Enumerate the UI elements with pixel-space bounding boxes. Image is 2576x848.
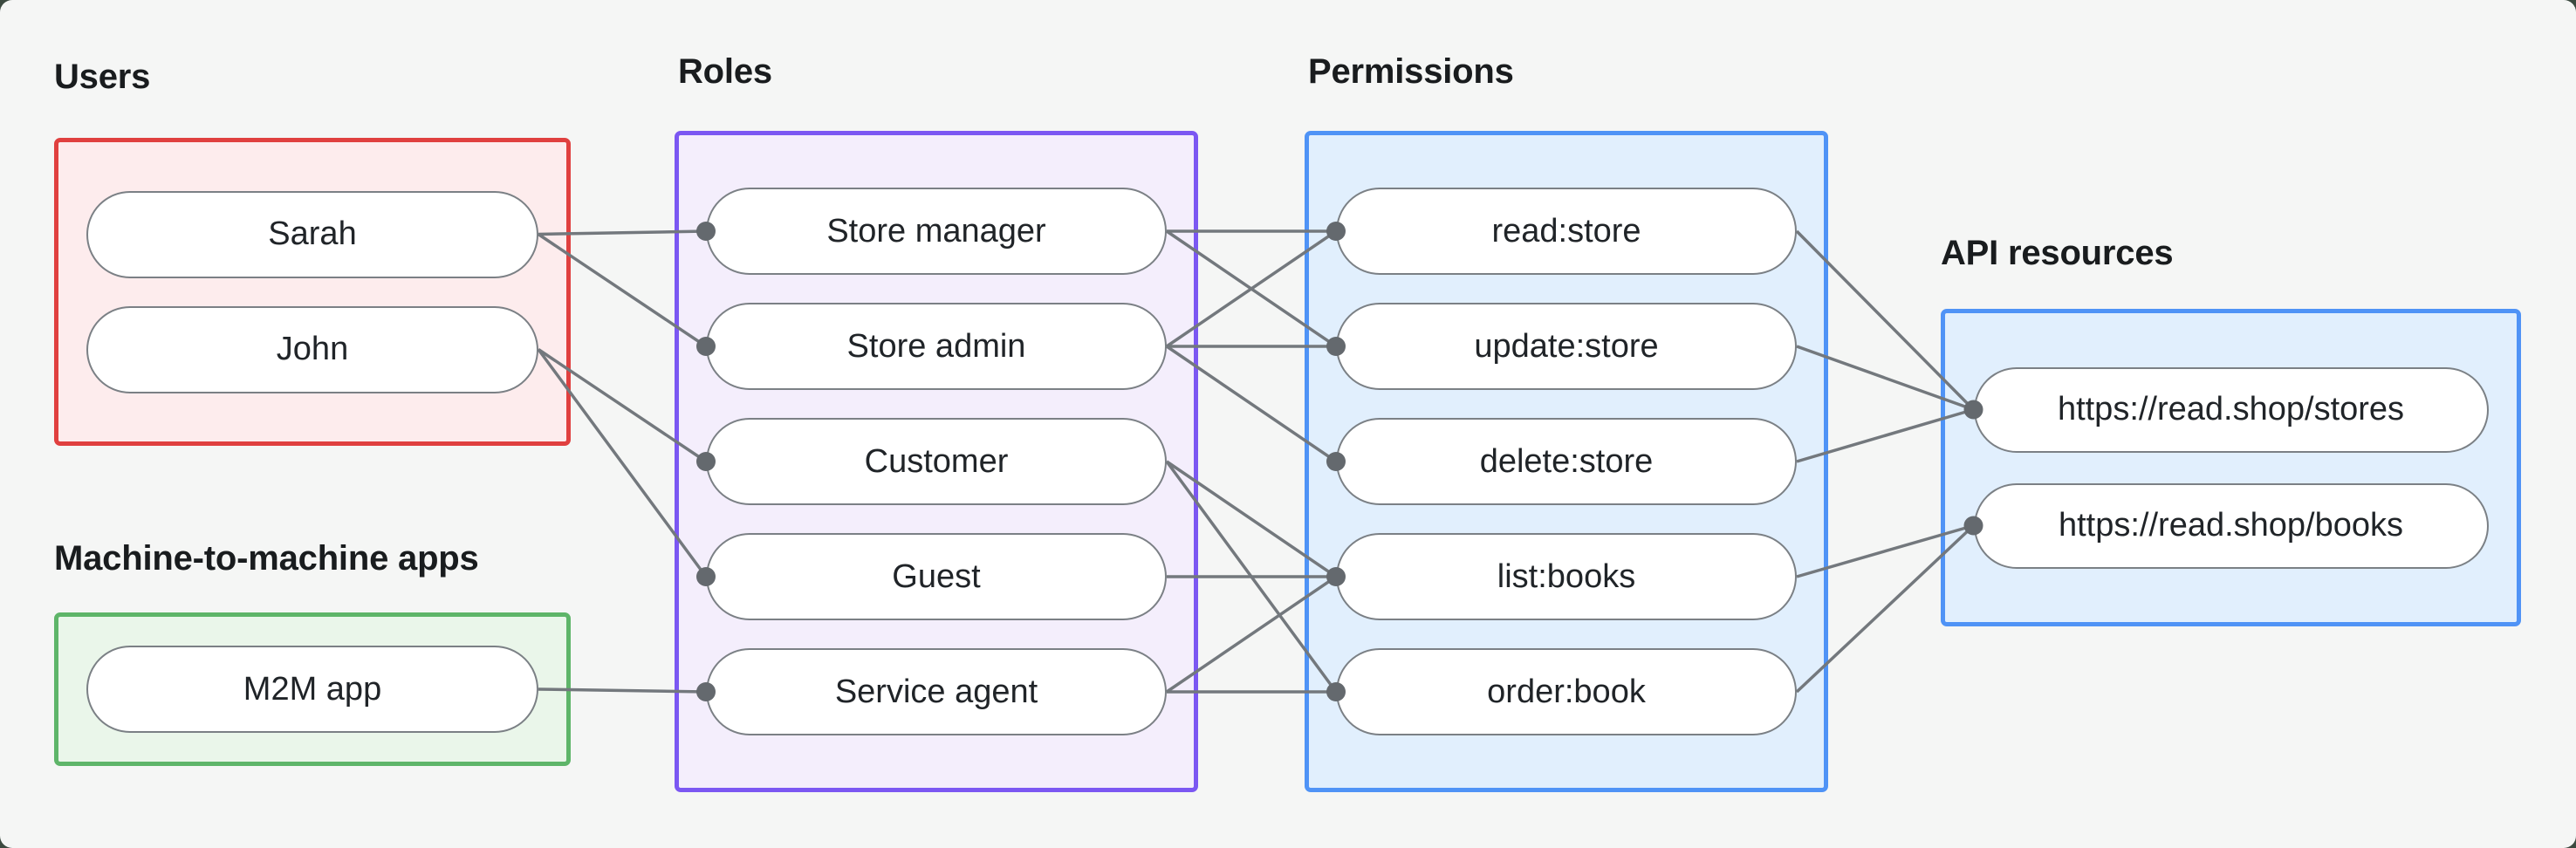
- permissions-group-label: Permissions: [1308, 52, 1514, 91]
- m2m-apps-group-label: Machine-to-machine apps: [54, 539, 479, 578]
- roles-group-label: Roles: [678, 52, 772, 91]
- node-pill-list-books: list:books: [1336, 533, 1797, 620]
- node-pill-customer: Customer: [706, 418, 1167, 505]
- node-pill-guest: Guest: [706, 533, 1167, 620]
- node-pill-read-store: read:store: [1336, 188, 1797, 275]
- api-resources-group-label: API resources: [1941, 234, 2174, 272]
- node-pill-store-admin: Store admin: [706, 303, 1167, 390]
- node-pill-delete-store: delete:store: [1336, 418, 1797, 505]
- api-resources-group-box: https://read.shop/stores https://read.sho…: [1941, 309, 2521, 626]
- node-pill-order-book: order:book: [1336, 648, 1797, 735]
- node-pill-books-api: https://read.shop/books: [1973, 482, 2489, 569]
- permissions-group-box: read:store update:store delete:store list:b…: [1305, 131, 1828, 792]
- node-pill-john: John: [86, 305, 538, 393]
- m2m-apps-group-box: M2M app: [54, 612, 571, 766]
- node-pill-sarah: Sarah: [86, 190, 538, 278]
- node-pill-store-manager: Store manager: [706, 188, 1167, 275]
- users-group-label: Users: [54, 58, 151, 96]
- node-pill-m2m-app: M2M app: [86, 646, 538, 733]
- node-pill-update-store: update:store: [1336, 303, 1797, 390]
- node-pill-stores-api: https://read.shop/stores: [1973, 366, 2489, 453]
- node-pill-service-agent: Service agent: [706, 648, 1167, 735]
